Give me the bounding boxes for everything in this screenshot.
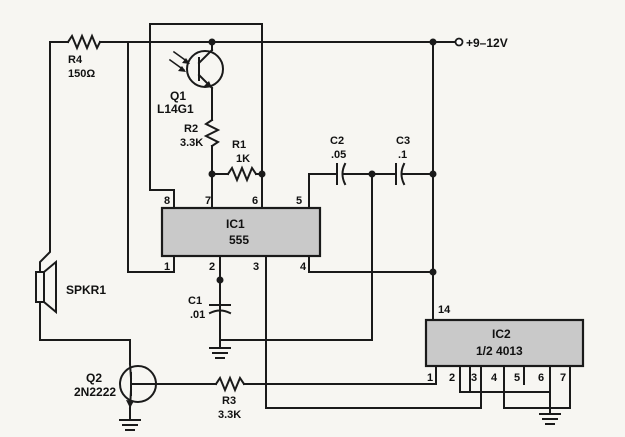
c3-capacitor bbox=[371, 162, 434, 186]
supply-terminal bbox=[454, 37, 464, 47]
ground-symbol-q2 bbox=[119, 407, 141, 431]
supply-label: +9–12V bbox=[466, 36, 508, 50]
ic1-chip bbox=[160, 206, 322, 258]
ic2-pin7: 7 bbox=[560, 372, 566, 384]
q1-value: L14G1 bbox=[157, 102, 194, 116]
r3-ref: R3 bbox=[222, 395, 236, 407]
r1-value: 1K bbox=[236, 153, 250, 165]
ic2-pin1: 1 bbox=[427, 372, 433, 384]
r3-value: 3.3K bbox=[218, 409, 241, 421]
ic2-pin2: 2 bbox=[449, 372, 455, 384]
c2-value: .05 bbox=[331, 149, 346, 161]
q2-transistor bbox=[119, 362, 159, 410]
ic1-pin7: 7 bbox=[205, 195, 211, 207]
ic1-pin2: 2 bbox=[209, 261, 215, 273]
ic2-ref: IC2 bbox=[492, 327, 511, 341]
ic2-pin3: 3 bbox=[471, 372, 477, 384]
spkr-ref: SPKR1 bbox=[66, 283, 106, 297]
c1-ref: C1 bbox=[188, 295, 202, 307]
ic2-chip bbox=[424, 318, 585, 368]
c1-capacitor bbox=[208, 279, 232, 349]
c3-ref: C3 bbox=[396, 135, 410, 147]
r1-ref: R1 bbox=[232, 139, 246, 151]
ground-symbol-c1 bbox=[209, 347, 231, 359]
ic2-pin5: 5 bbox=[514, 372, 520, 384]
q1-ref: Q1 bbox=[170, 89, 186, 103]
q1-phototransistor bbox=[168, 41, 224, 90]
ic1-ref: IC1 bbox=[226, 217, 245, 231]
ground-symbol-ic2 bbox=[539, 407, 561, 425]
q2-ref: Q2 bbox=[86, 371, 102, 385]
c3-value: .1 bbox=[398, 149, 407, 161]
ic2-part: 1/2 4013 bbox=[476, 344, 523, 358]
supply-rail bbox=[49, 33, 464, 51]
c1-value: .01 bbox=[190, 309, 205, 321]
r2-value: 3.3K bbox=[180, 137, 203, 149]
ic1-pin5: 5 bbox=[296, 195, 302, 207]
c2-ref: C2 bbox=[330, 135, 344, 147]
ic1-part: 555 bbox=[229, 233, 249, 247]
ic2-pin4: 4 bbox=[491, 372, 498, 384]
q2-value: 2N2222 bbox=[74, 385, 116, 399]
ic1-pin6: 6 bbox=[252, 195, 258, 207]
ic1-pin4: 4 bbox=[300, 261, 307, 273]
r4-ref: R4 bbox=[68, 54, 83, 66]
r2-ref: R2 bbox=[184, 123, 198, 135]
ic1-pin1: 1 bbox=[164, 261, 170, 273]
ic2-pin14: 14 bbox=[438, 304, 451, 316]
ic1-pin8: 8 bbox=[164, 195, 170, 207]
ic1-pin3: 3 bbox=[253, 261, 259, 273]
ic2-pin6: 6 bbox=[538, 372, 544, 384]
r4-value: 150Ω bbox=[68, 68, 95, 80]
c2-capacitor bbox=[308, 162, 373, 186]
